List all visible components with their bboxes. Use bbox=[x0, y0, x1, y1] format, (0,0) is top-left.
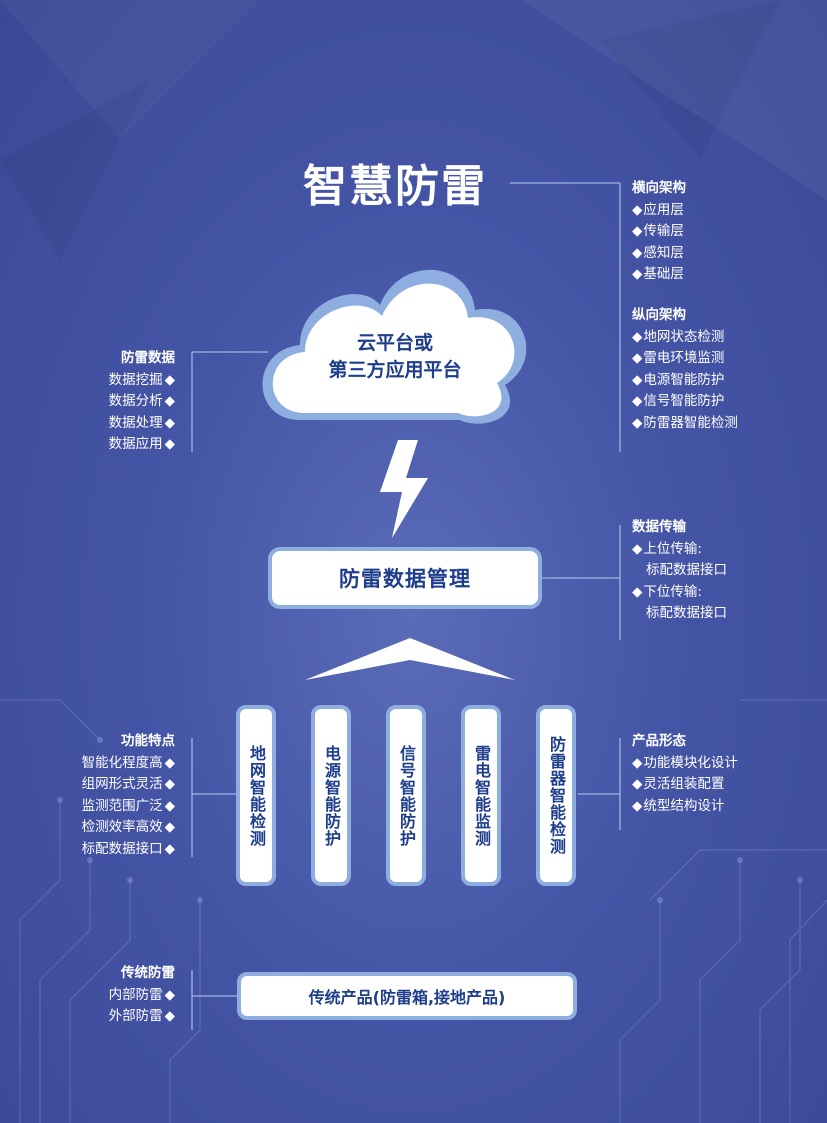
vertical-arch-title: 纵向架构 bbox=[632, 307, 686, 323]
lightning-data-group: 防雷数据 数据挖掘 数据分析 数据处理 数据应用 bbox=[109, 348, 175, 456]
list-item: 组网形式灵活 bbox=[82, 774, 175, 796]
list-item: 上位传输: bbox=[632, 539, 727, 561]
list-item: 应用层 bbox=[632, 200, 686, 222]
list-item: 下位传输: bbox=[632, 582, 727, 604]
data-transfer-group: 数据传输 上位传输: 标配数据接口 下位传输: 标配数据接口 bbox=[632, 517, 727, 625]
traditional-products-box: 传统产品(防雷箱,接地产品) bbox=[237, 972, 577, 1020]
horizontal-arch-title: 横向架构 bbox=[632, 180, 686, 196]
list-item: 数据分析 bbox=[109, 391, 175, 413]
list-item: 功能模块化设计 bbox=[632, 753, 738, 775]
data-transfer-title: 数据传输 bbox=[632, 519, 686, 535]
list-item: 灵活组装配置 bbox=[632, 774, 738, 796]
up-arrow-shape bbox=[305, 638, 515, 680]
list-item: 智能化程度高 bbox=[82, 753, 175, 775]
list-item: 防雷器智能检测 bbox=[632, 413, 738, 435]
list-item: 监测范围广泛 bbox=[82, 796, 175, 818]
list-item: 地网状态检测 bbox=[632, 327, 738, 349]
lightning-data-title: 防雷数据 bbox=[121, 350, 175, 366]
list-subitem: 标配数据接口 bbox=[646, 562, 727, 578]
list-item: 检测效率高效 bbox=[82, 817, 175, 839]
list-subitem: 标配数据接口 bbox=[646, 605, 727, 621]
lightning-icon bbox=[380, 440, 428, 538]
list-item: 基础层 bbox=[632, 264, 686, 286]
traditional-group: 传统防雷 内部防雷 外部防雷 bbox=[109, 963, 175, 1028]
product-form-title: 产品形态 bbox=[632, 733, 686, 749]
cloud-line-1: 云平台或 bbox=[356, 332, 433, 354]
pillar-arrester-detection: 防雷器智能检测 bbox=[536, 705, 576, 886]
pillar-ground-grid: 地网智能检测 bbox=[236, 705, 276, 886]
horizontal-arch-group: 横向架构 应用层 传输层 感知层 基础层 bbox=[632, 178, 686, 286]
list-item: 传输层 bbox=[632, 221, 686, 243]
traditional-title: 传统防雷 bbox=[121, 965, 175, 981]
pillar-lightning-monitoring: 雷电智能监测 bbox=[461, 705, 501, 886]
list-item: 信号智能防护 bbox=[632, 391, 738, 413]
pillar-power-protection: 电源智能防护 bbox=[311, 705, 351, 886]
list-item: 感知层 bbox=[632, 243, 686, 265]
list-item: 标配数据接口 bbox=[82, 839, 175, 861]
pillar-signal-protection: 信号智能防护 bbox=[386, 705, 426, 886]
list-item: 统型结构设计 bbox=[632, 796, 738, 818]
list-item: 数据挖掘 bbox=[109, 370, 175, 392]
cloud-line-2: 第三方应用平台 bbox=[328, 359, 462, 381]
list-item: 雷电环境监测 bbox=[632, 348, 738, 370]
list-item: 电源智能防护 bbox=[632, 370, 738, 392]
page-title: 智慧防雷 bbox=[303, 161, 487, 212]
list-item: 内部防雷 bbox=[109, 985, 175, 1007]
cloud-shape bbox=[262, 269, 527, 424]
features-title: 功能特点 bbox=[121, 733, 175, 749]
list-item: 外部防雷 bbox=[109, 1006, 175, 1028]
data-management-box: 防雷数据管理 bbox=[268, 547, 542, 609]
list-item: 数据处理 bbox=[109, 413, 175, 435]
vertical-arch-group: 纵向架构 地网状态检测 雷电环境监测 电源智能防护 信号智能防护 防雷器智能检测 bbox=[632, 305, 738, 434]
features-group: 功能特点 智能化程度高 组网形式灵活 监测范围广泛 检测效率高效 标配数据接口 bbox=[82, 731, 175, 860]
cloud-platform-label: 云平台或 第三方应用平台 bbox=[300, 330, 490, 384]
product-form-group: 产品形态 功能模块化设计 灵活组装配置 统型结构设计 bbox=[632, 731, 738, 817]
list-item: 数据应用 bbox=[109, 434, 175, 456]
